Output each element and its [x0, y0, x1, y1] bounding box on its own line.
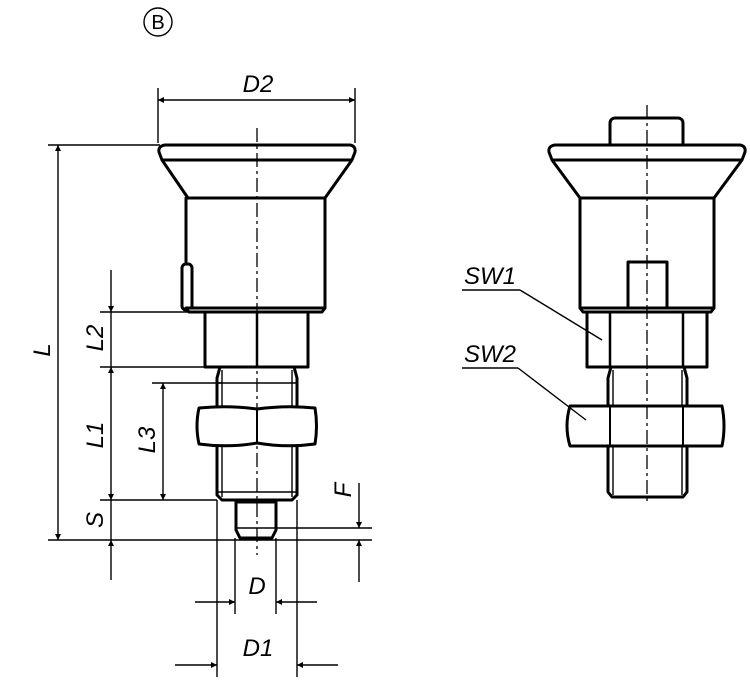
right-view-part	[547, 105, 747, 505]
left-view-part	[157, 128, 357, 555]
dim-label-D: D	[248, 573, 265, 600]
dim-label-D1: D1	[243, 635, 274, 662]
dim-label-L1: L1	[82, 422, 109, 449]
dim-label-F: F	[330, 481, 357, 497]
dim-label-L2: L2	[82, 325, 109, 352]
dim-label-L3: L3	[134, 426, 161, 453]
dim-label-D2: D2	[243, 71, 274, 98]
label-SW2: SW2	[464, 341, 516, 368]
dimension-lines	[48, 88, 372, 677]
variant-label: B	[151, 12, 164, 34]
variant-marker: B	[143, 7, 173, 37]
label-SW1: SW1	[464, 263, 516, 290]
dim-label-L: L	[29, 343, 56, 356]
dim-label-S: S	[82, 512, 109, 528]
wrench-size-callouts	[462, 289, 603, 421]
